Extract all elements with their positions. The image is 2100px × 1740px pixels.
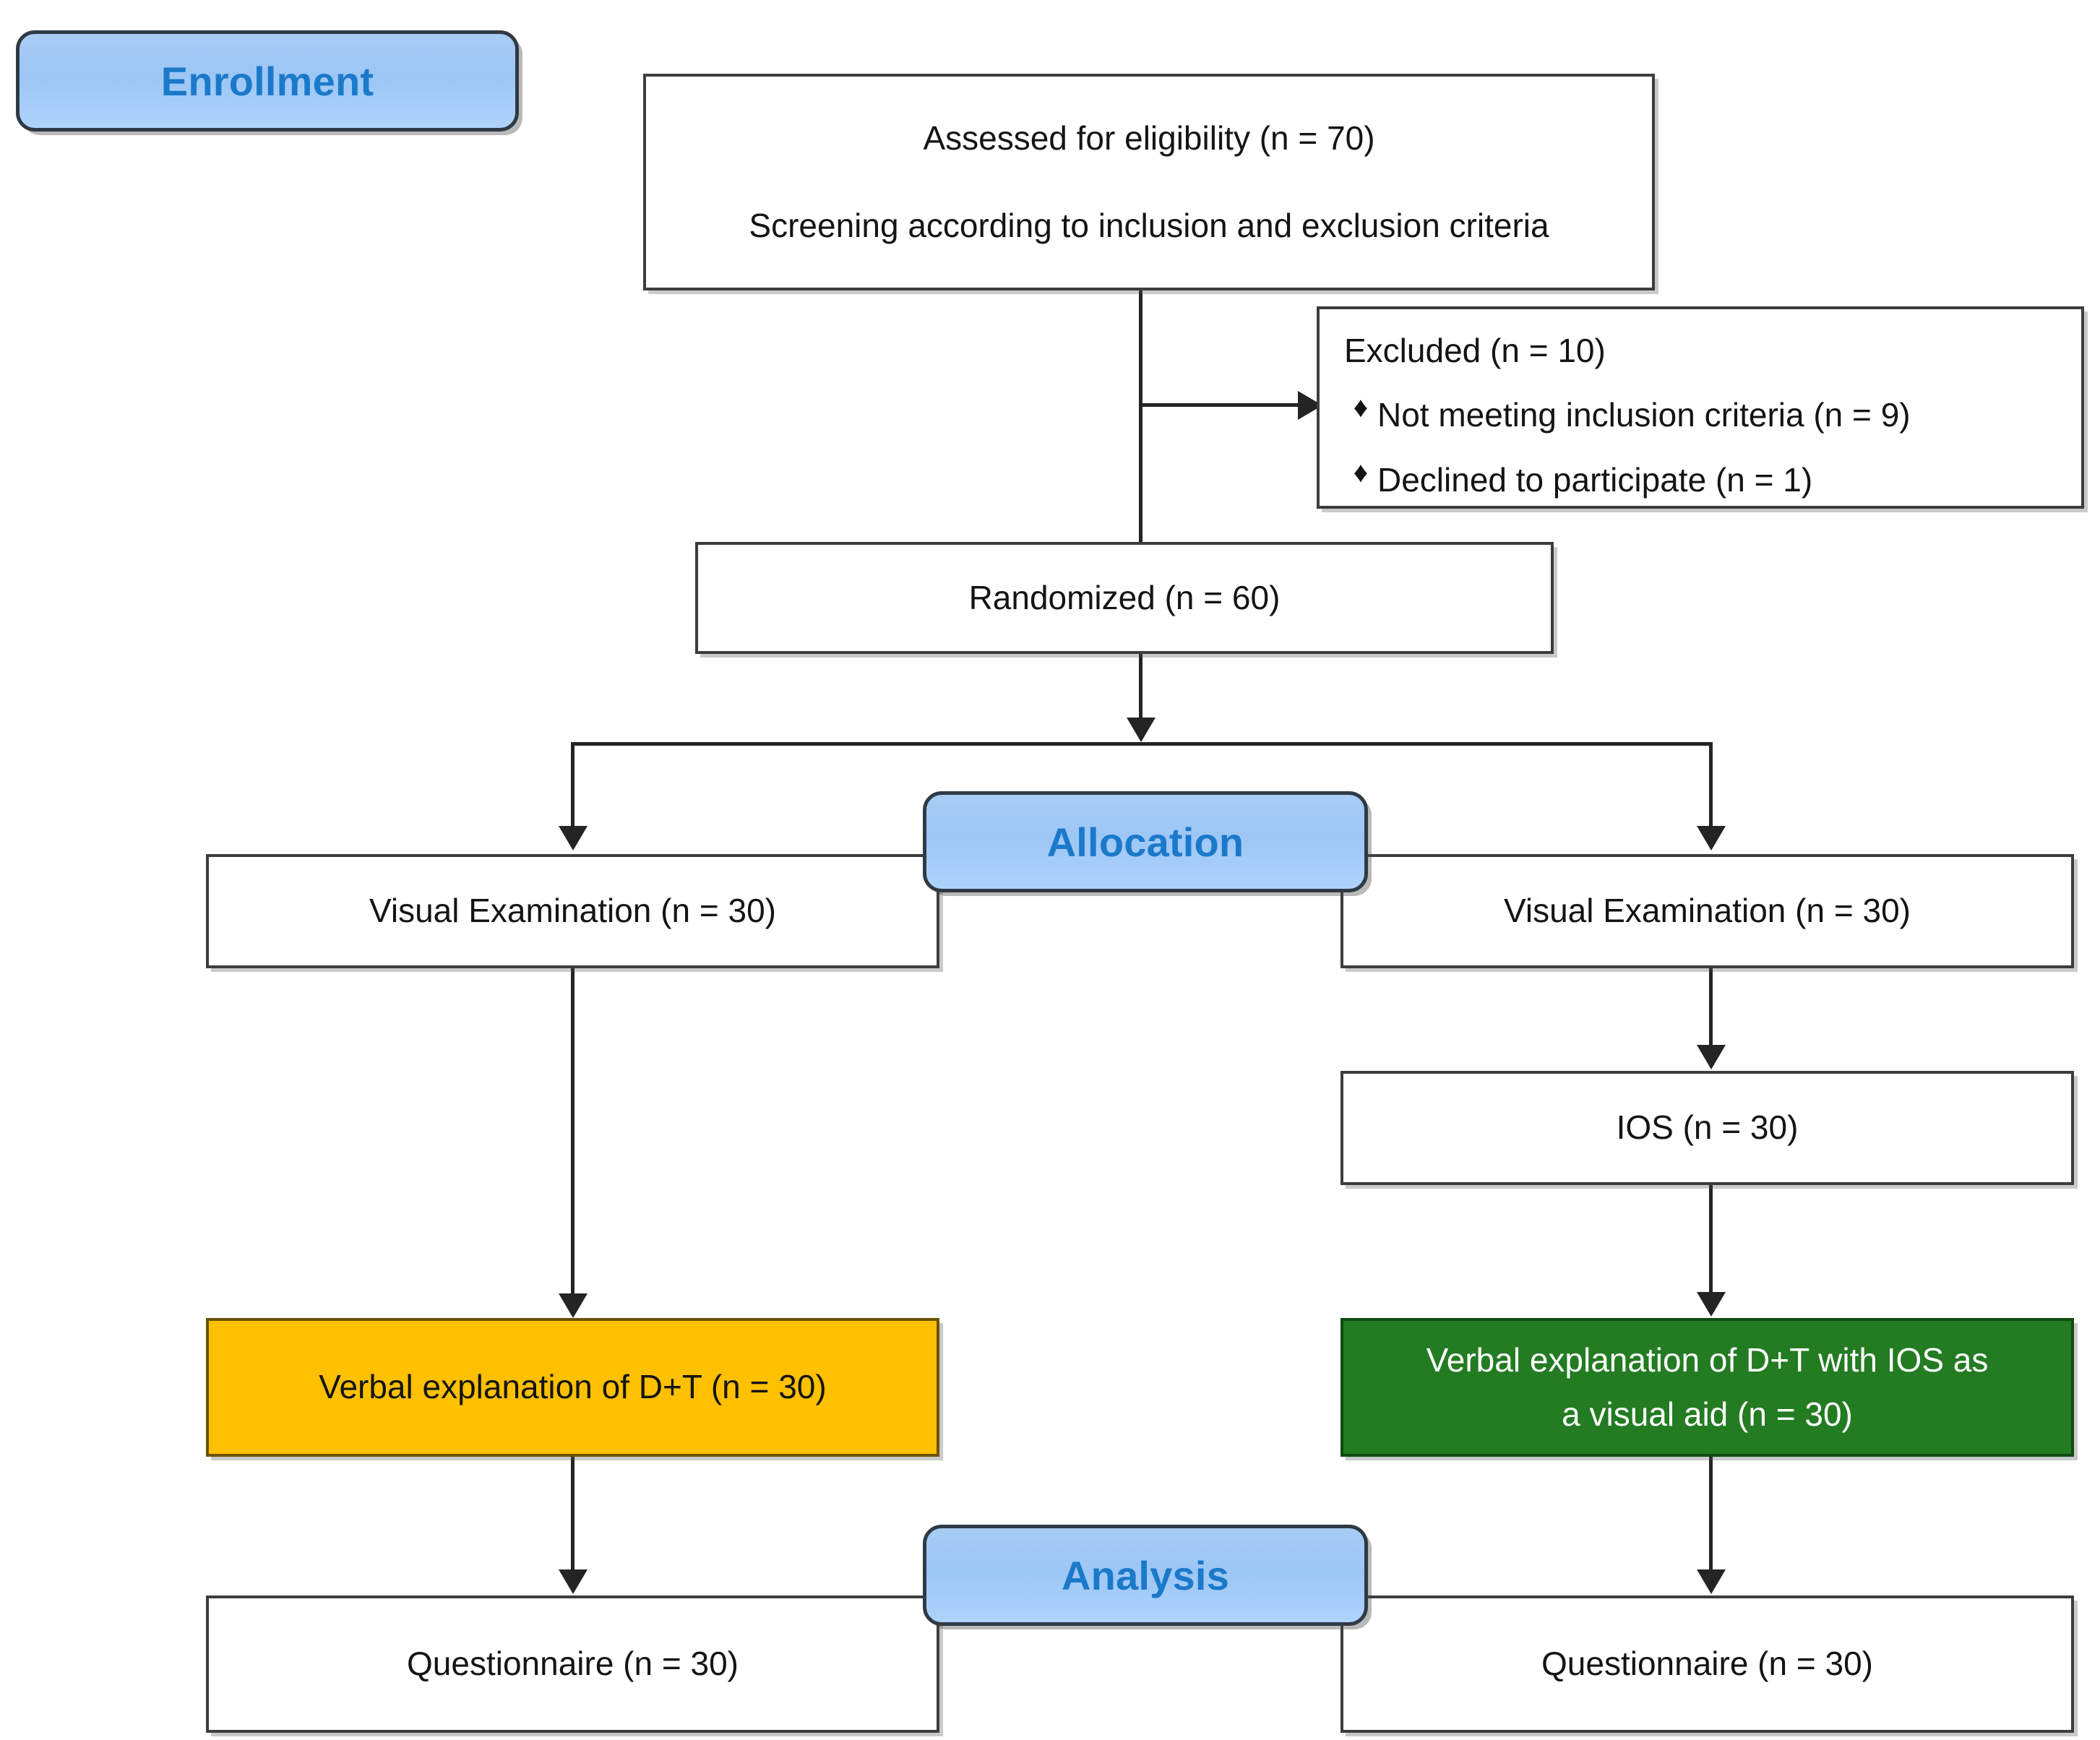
arrow-randomized-to-split xyxy=(1127,718,1156,742)
connector-split-left-drop xyxy=(571,742,575,827)
stage-badge-enrollment-label: Enrollment xyxy=(160,58,374,104)
node-ios: IOS (n = 30) xyxy=(1341,1071,2074,1185)
arrow-to-visual-exam-right xyxy=(1697,826,1726,850)
node-questionnaire-left: Questionnaire (n = 30) xyxy=(206,1595,939,1733)
node-randomized: Randomized (n = 60) xyxy=(695,542,1554,654)
arrow-verbal-left-to-questionnaire xyxy=(559,1569,588,1594)
randomized-label: Randomized (n = 60) xyxy=(968,578,1281,616)
arrow-to-visual-exam-left xyxy=(559,826,588,850)
excluded-heading: Excluded (n = 10) xyxy=(1344,332,1606,369)
arrow-ios-to-verbal xyxy=(1697,1292,1726,1317)
verbal-explanation-right-line-1: Verbal explanation of D+T with IOS as xyxy=(1426,1340,1989,1379)
diamond-bullet-icon: ♦ xyxy=(1353,392,1369,424)
excluded-bullet-text-1: Not meeting inclusion criteria (n = 9) xyxy=(1377,396,1911,434)
arrow-ve-left-to-verbal xyxy=(559,1293,588,1318)
connector-ve-right-to-ios xyxy=(1709,968,1713,1046)
excluded-bullet-item-2: ♦ Declined to participate (n = 1) xyxy=(1344,457,1812,503)
connector-randomized-down xyxy=(1139,654,1142,719)
excluded-bullet-item-1: ♦ Not meeting inclusion criteria (n = 9) xyxy=(1344,392,1911,438)
connector-to-excluded xyxy=(1139,403,1299,407)
connector-assessed-trunk xyxy=(1139,289,1142,543)
questionnaire-left-label: Questionnaire (n = 30) xyxy=(407,1645,739,1683)
verbal-explanation-left-label: Verbal explanation of D+T (n = 30) xyxy=(319,1368,827,1406)
node-visual-examination-right: Visual Examination (n = 30) xyxy=(1341,854,2074,968)
excluded-bullet-text-2: Declined to participate (n = 1) xyxy=(1377,460,1813,499)
node-questionnaire-right: Questionnaire (n = 30) xyxy=(1341,1595,2074,1733)
connector-verbal-left-to-questionnaire xyxy=(571,1457,575,1571)
connector-split-right-drop xyxy=(1709,742,1713,827)
assessed-line-2: Screening according to inclusion and exc… xyxy=(749,207,1549,244)
node-visual-examination-left: Visual Examination (n = 30) xyxy=(206,854,939,968)
node-assessed-for-eligibility: Assessed for eligibility (n = 70) Screen… xyxy=(643,74,1655,290)
questionnaire-right-label: Questionnaire (n = 30) xyxy=(1541,1645,1873,1683)
visual-examination-right-label: Visual Examination (n = 30) xyxy=(1504,892,1911,930)
arrow-ve-right-to-ios xyxy=(1697,1045,1726,1069)
connector-ios-to-verbal xyxy=(1709,1185,1713,1293)
node-verbal-explanation-right: Verbal explanation of D+T with IOS as a … xyxy=(1341,1318,2074,1457)
connector-allocation-split-bar xyxy=(571,742,1713,746)
assessed-line-1: Assessed for eligibility (n = 70) xyxy=(923,119,1375,157)
diamond-bullet-icon: ♦ xyxy=(1353,456,1369,488)
node-verbal-explanation-left: Verbal explanation of D+T (n = 30) xyxy=(206,1318,939,1457)
ios-label: IOS (n = 30) xyxy=(1616,1108,1799,1147)
connector-verbal-right-to-questionnaire xyxy=(1709,1457,1713,1571)
verbal-explanation-right-line-2: a visual aid (n = 30) xyxy=(1562,1395,1853,1433)
stage-badge-analysis: Analysis xyxy=(923,1525,1368,1626)
stage-badge-analysis-label: Analysis xyxy=(1062,1552,1229,1598)
stage-badge-enrollment: Enrollment xyxy=(16,30,519,132)
stage-badge-allocation: Allocation xyxy=(923,791,1368,892)
connector-ve-left-to-verbal xyxy=(571,968,575,1295)
stage-badge-allocation-label: Allocation xyxy=(1046,819,1244,865)
arrow-verbal-right-to-questionnaire xyxy=(1697,1569,1726,1594)
visual-examination-left-label: Visual Examination (n = 30) xyxy=(369,892,776,930)
node-excluded: Excluded (n = 10) ♦ Not meeting inclusio… xyxy=(1317,306,2084,509)
